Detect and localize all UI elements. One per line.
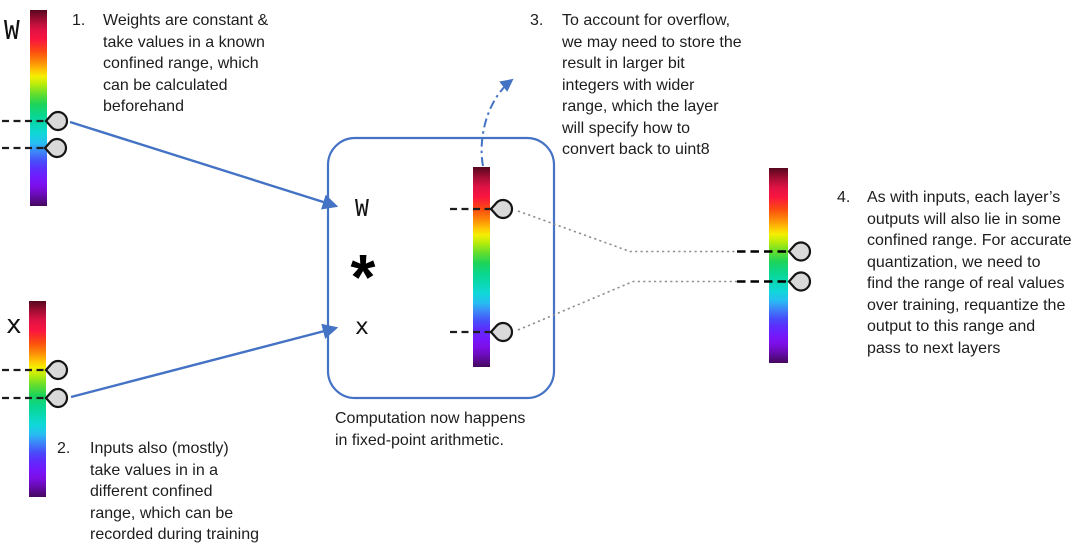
note-2-text: Inputs also (mostly) take values in in a… — [90, 440, 259, 543]
box-caption: Computation now happens in fixed-point a… — [335, 410, 526, 449]
requantize-bottom-connector — [517, 280, 737, 331]
note-4: 4. As with inputs, each layer’s outputs … — [837, 187, 1072, 359]
inputs-to-box-arrow — [70, 323, 339, 399]
inputs-max-pin — [44, 359, 69, 381]
note-2-number: 2. — [57, 440, 71, 457]
note-4-text: As with inputs, each layer’s outputs wil… — [867, 189, 1072, 357]
inputs-bar-label: x — [6, 310, 22, 340]
box-inputs-label: x — [355, 314, 369, 340]
multiply-asterisk: * — [350, 241, 376, 313]
note-1-number: 1. — [72, 12, 86, 29]
note-1: 1. Weights are constant & take values in… — [72, 10, 268, 118]
weights-min-pin — [43, 137, 68, 159]
box-weights-label: W — [355, 196, 369, 222]
requantize-top-connector — [517, 210, 737, 253]
accumulator-min-pin — [489, 321, 514, 343]
weights-color-bar — [30, 10, 47, 206]
note-2: 2. Inputs also (mostly) take values in i… — [57, 438, 259, 546]
output-max-pin — [787, 241, 812, 262]
overflow-annotation-arrow — [480, 78, 514, 167]
note-4-number: 4. — [837, 189, 851, 206]
note-1-text: Weights are constant & take values in a … — [103, 12, 269, 115]
accumulator-color-bar — [473, 167, 490, 367]
note-3-text: To account for overflow, we may need to … — [562, 12, 742, 158]
output-min-pin — [787, 271, 812, 292]
note-3: 3. To account for overflow, we may need … — [530, 10, 742, 161]
weights-max-pin — [44, 110, 69, 132]
note-3-number: 3. — [530, 12, 544, 29]
accumulator-max-pin — [489, 198, 514, 220]
weights-bar-label: W — [4, 16, 20, 46]
output-color-bar — [769, 168, 788, 363]
inputs-min-pin — [44, 387, 69, 409]
inputs-color-bar — [29, 301, 46, 497]
weights-to-box-arrow — [69, 120, 339, 210]
